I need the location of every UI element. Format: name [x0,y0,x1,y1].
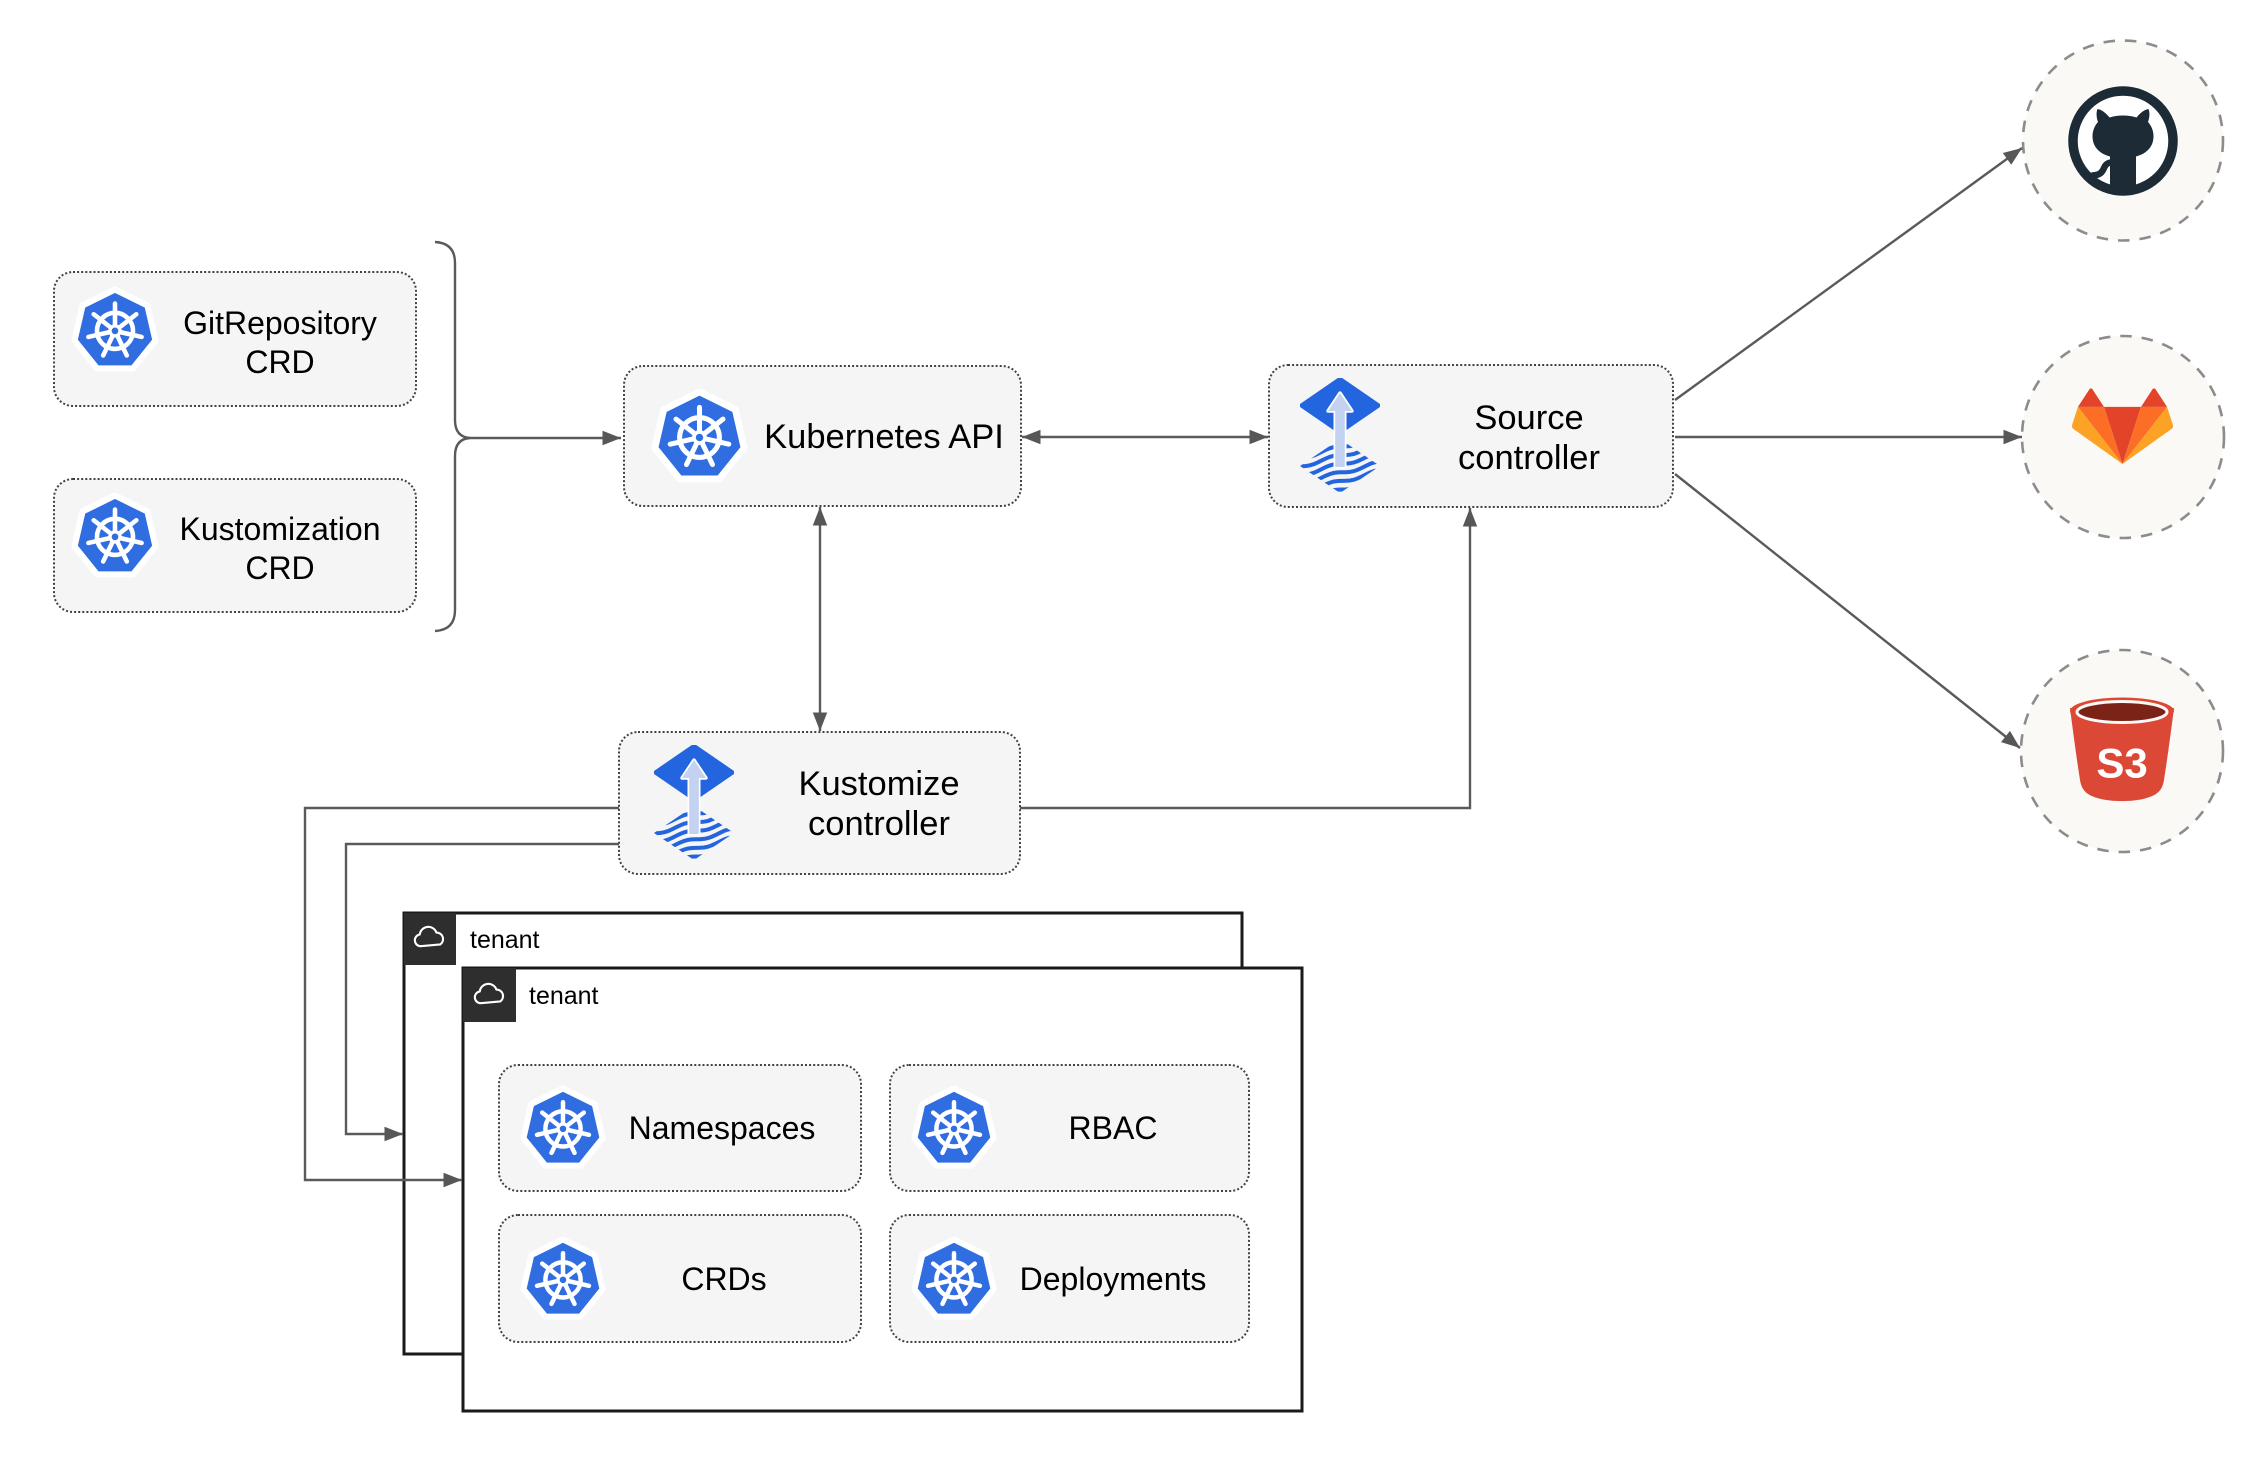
svg-text:controller: controller [1458,439,1600,477]
svg-text:CRD: CRD [245,550,314,586]
svg-text:tenant: tenant [529,982,599,1010]
svg-text:tenant: tenant [470,926,540,954]
svg-text:Deployments: Deployments [1020,1261,1207,1297]
svg-text:RBAC: RBAC [1069,1110,1158,1146]
svg-text:Namespaces: Namespaces [629,1110,816,1146]
svg-text:CRDs: CRDs [681,1261,766,1297]
svg-text:Kubernetes API: Kubernetes API [764,418,1004,456]
svg-text:Kustomize: Kustomize [798,765,959,803]
svg-text:GitRepository: GitRepository [183,305,377,341]
svg-text:controller: controller [808,805,950,843]
svg-text:Source: Source [1474,399,1583,437]
svg-text:Kustomization: Kustomization [180,511,381,547]
svg-text:CRD: CRD [245,344,314,380]
svg-text:S3: S3 [2096,740,2147,787]
